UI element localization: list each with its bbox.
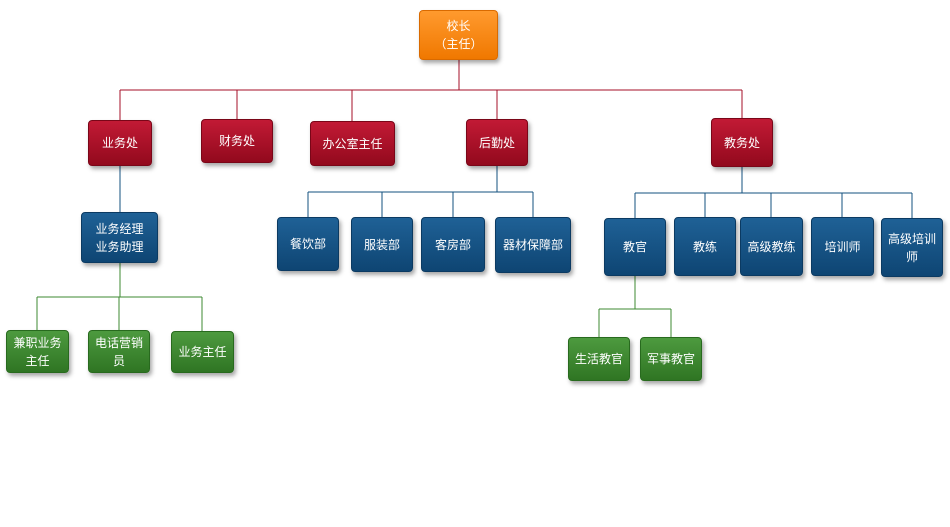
node-business-office[interactable]: 业务处: [88, 120, 152, 166]
node-academic-office[interactable]: 教务处: [711, 118, 773, 167]
node-catering-dept[interactable]: 餐饮部: [277, 217, 339, 271]
node-equipment-dept[interactable]: 器材保障部: [495, 217, 571, 273]
node-senior-coach[interactable]: 高级教练: [740, 217, 803, 276]
node-principal[interactable]: 校长 （主任）: [419, 10, 498, 60]
node-military-instructor[interactable]: 军事教官: [640, 337, 702, 381]
node-housing-dept[interactable]: 客房部: [421, 217, 485, 272]
node-business-director[interactable]: 业务主任: [171, 331, 234, 373]
node-instructor[interactable]: 教官: [604, 218, 666, 276]
node-life-instructor[interactable]: 生活教官: [568, 337, 630, 381]
node-business-manager[interactable]: 业务经理 业务助理: [81, 212, 158, 263]
node-trainer[interactable]: 培训师: [811, 217, 874, 276]
node-senior-trainer[interactable]: 高级培训 师: [881, 218, 943, 277]
node-coach[interactable]: 教练: [674, 217, 736, 276]
node-office-director[interactable]: 办公室主任: [310, 121, 395, 166]
node-part-time-business-director[interactable]: 兼职业务 主任: [6, 330, 69, 373]
node-telemarketer[interactable]: 电话营销 员: [88, 330, 150, 373]
node-clothing-dept[interactable]: 服装部: [351, 217, 413, 272]
node-logistics-office[interactable]: 后勤处: [466, 119, 528, 166]
node-finance-office[interactable]: 财务处: [201, 119, 273, 163]
